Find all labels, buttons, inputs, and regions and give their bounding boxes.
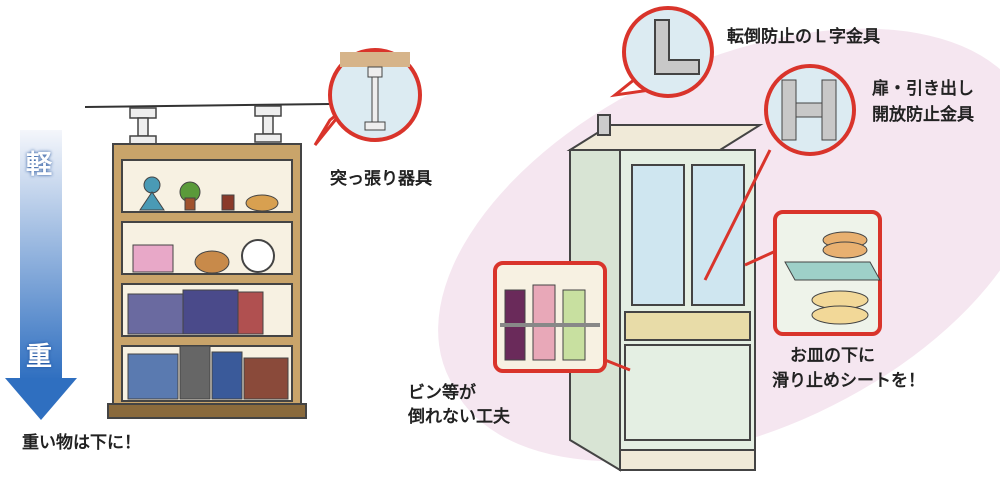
tension-rods bbox=[129, 105, 282, 145]
light-label: 軽 bbox=[26, 150, 53, 180]
bottle-label-line2: 倒れない工夫 bbox=[408, 407, 510, 427]
bottle-label-line1: ビン等が bbox=[408, 383, 476, 403]
shelf-items bbox=[127, 176, 289, 400]
l-bracket-callout bbox=[609, 6, 714, 98]
heavy-label: 重 bbox=[26, 342, 53, 372]
tension-rod-label: 突っ張り器具 bbox=[330, 169, 432, 189]
l-bracket-label: 転倒防止のＬ字金具 bbox=[727, 27, 880, 47]
plate-label-line2: 滑り止めシートを！ bbox=[772, 371, 925, 391]
latch-label-line1: 扉・引き出し bbox=[872, 79, 974, 99]
tension-rod-callout bbox=[313, 48, 422, 146]
latch-label-line2: 開放防止金具 bbox=[872, 105, 974, 125]
plate-callout bbox=[744, 210, 882, 336]
heavy-items-caption: 重い物は下に！ bbox=[22, 433, 141, 453]
bottle-callout bbox=[493, 261, 631, 373]
latch-callout bbox=[703, 64, 856, 281]
ceiling-line bbox=[84, 103, 331, 108]
plate-label-line1: お皿の下に bbox=[790, 346, 875, 366]
cabinet bbox=[566, 114, 764, 472]
weight-arrow bbox=[5, 130, 77, 420]
